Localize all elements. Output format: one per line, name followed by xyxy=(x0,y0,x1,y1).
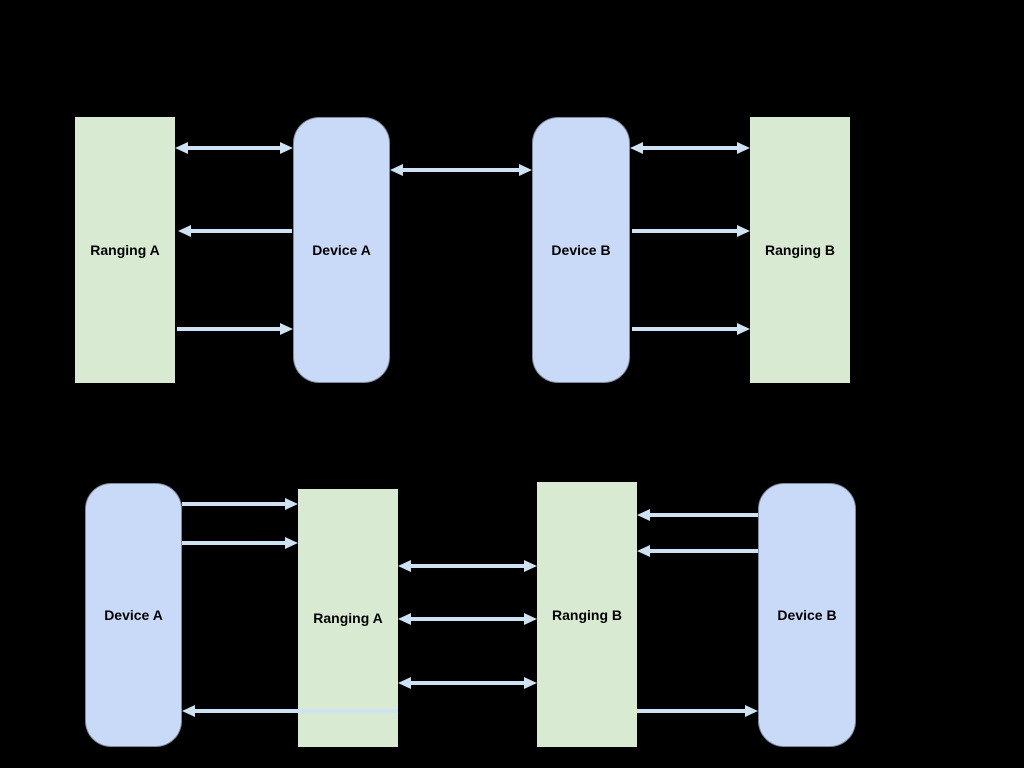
ranging-a-label: Ranging A xyxy=(90,242,160,258)
arrow-device-a-ranging-a-head-right-icon xyxy=(285,498,298,510)
arrow-device-a-ranging-a-line xyxy=(182,541,287,545)
ranging-b-box: Ranging B xyxy=(750,117,850,383)
ranging-a-box: Ranging A xyxy=(75,117,175,383)
arrow-device-b-ranging-b-line xyxy=(632,327,739,331)
arrow-ranging-a-ranging-b-line xyxy=(409,564,526,568)
arrow-ranging-a-ranging-b-head-left-icon xyxy=(398,560,411,572)
ranging-a-box: Ranging A xyxy=(298,489,398,747)
device-b-box: Device B xyxy=(758,483,856,747)
arrow-ranging-a-device-a-head-right-icon xyxy=(280,142,293,154)
arrow-ranging-b-device-b-line xyxy=(637,709,747,713)
arrow-ranging-a-ranging-b-head-right-icon xyxy=(524,677,537,689)
device-b-label: Device B xyxy=(551,242,611,258)
arrow-ranging-a-ranging-b-line xyxy=(409,681,526,685)
arrow-device-a-device-b-line xyxy=(401,168,521,172)
ranging-a-label: Ranging A xyxy=(313,610,383,626)
arrow-device-a-ranging-a-line xyxy=(189,229,292,233)
arrow-ranging-a-ranging-b-head-left-icon xyxy=(398,613,411,625)
device-a-box: Device A xyxy=(293,117,390,383)
arrow-ranging-a-device-a-head-left-icon xyxy=(182,705,195,717)
ranging-b-label: Ranging B xyxy=(765,242,835,258)
arrow-device-b-ranging-b-head-right-icon xyxy=(737,142,750,154)
ranging-b-box: Ranging B xyxy=(537,482,637,747)
device-a-label: Device A xyxy=(312,242,371,258)
ranging-b-label: Ranging B xyxy=(552,606,622,623)
arrow-device-b-ranging-b-head-left-icon xyxy=(637,545,650,557)
arrow-ranging-b-device-b-head-right-icon xyxy=(745,705,758,717)
arrow-ranging-a-ranging-b-line xyxy=(409,617,526,621)
arrow-ranging-a-device-a-head-right-icon xyxy=(280,323,293,335)
device-b-box: Device B xyxy=(532,117,630,383)
arrow-device-a-ranging-a-head-right-icon xyxy=(285,537,298,549)
arrow-device-b-ranging-b-line xyxy=(648,549,758,553)
arrow-device-b-ranging-b-head-right-icon xyxy=(737,323,750,335)
arrow-ranging-a-device-a-line xyxy=(193,709,398,713)
arrow-device-b-ranging-b-head-left-icon xyxy=(630,142,643,154)
arrow-ranging-a-ranging-b-head-left-icon xyxy=(398,677,411,689)
arrow-device-a-ranging-a-line xyxy=(182,502,287,506)
arrow-ranging-a-device-a-line xyxy=(177,327,282,331)
device-b-label: Device B xyxy=(777,607,837,623)
arrow-device-a-device-b-head-left-icon xyxy=(390,164,403,176)
arrow-ranging-a-ranging-b-head-right-icon xyxy=(524,613,537,625)
arrow-device-b-ranging-b-head-left-icon xyxy=(637,509,650,521)
arrow-device-b-ranging-b-head-right-icon xyxy=(737,225,750,237)
arrow-device-b-ranging-b-line xyxy=(632,229,739,233)
arrow-ranging-a-ranging-b-head-right-icon xyxy=(524,560,537,572)
device-a-label: Device A xyxy=(104,607,163,623)
device-a-box: Device A xyxy=(85,483,182,747)
arrow-device-b-ranging-b-line xyxy=(641,146,739,150)
arrow-device-a-device-b-head-right-icon xyxy=(519,164,532,176)
arrow-ranging-a-device-a-head-left-icon xyxy=(175,142,188,154)
arrow-ranging-a-device-a-line xyxy=(186,146,282,150)
arrow-device-b-ranging-b-line xyxy=(648,513,758,517)
arrow-device-a-ranging-a-head-left-icon xyxy=(178,225,191,237)
